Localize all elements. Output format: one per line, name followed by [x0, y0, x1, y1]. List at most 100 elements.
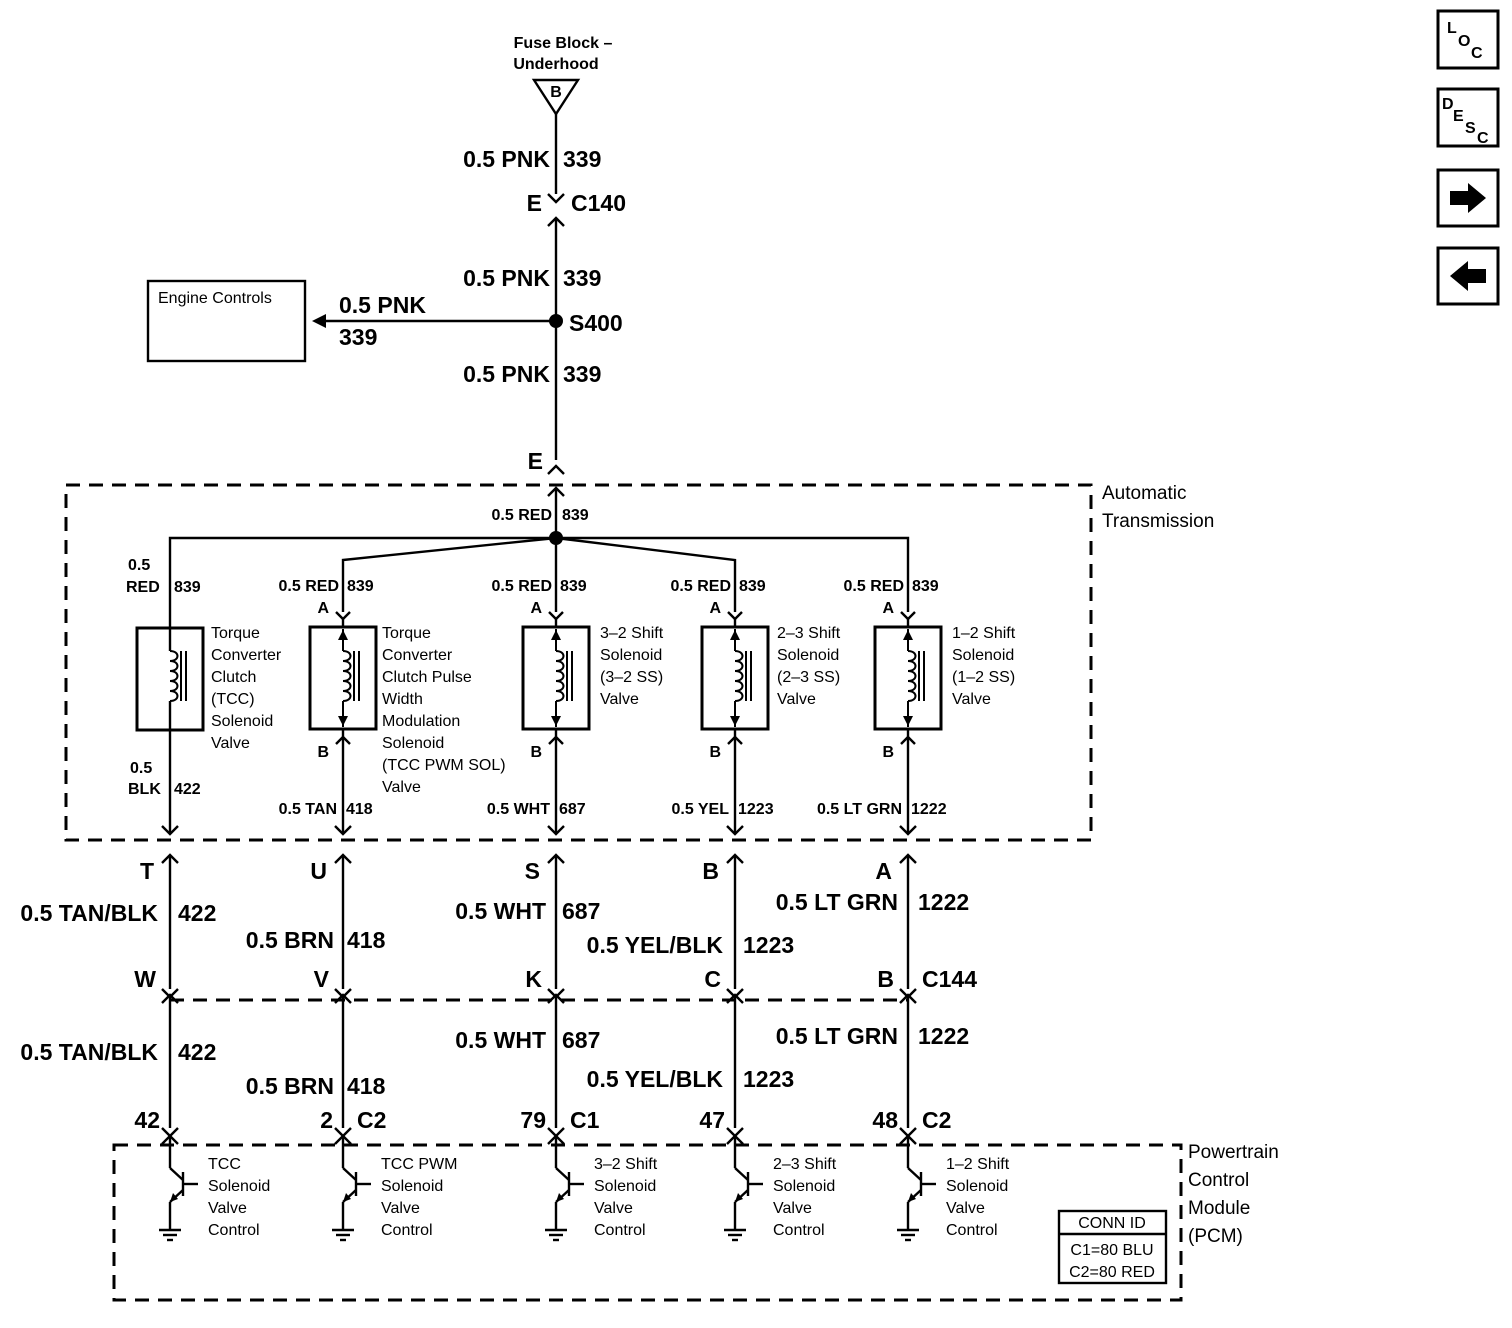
solenoid-3-2-out-color: 0.5 WHT: [487, 801, 550, 818]
conn-id-row-2: C2=80 RED: [1069, 1264, 1155, 1281]
tcc-feed-circuit: 839: [174, 579, 201, 596]
solenoid-2-3-pin-a: A: [709, 600, 721, 617]
pcm-pin-5-connector: C2: [922, 1107, 951, 1133]
low-wire-1-circuit: 422: [178, 1039, 216, 1065]
trans-feed-color: 0.5 RED: [492, 507, 552, 524]
svg-text:(TCC): (TCC): [211, 691, 255, 708]
tcc-label: Torque Converter Clutch (TCC) Solenoid V…: [211, 625, 282, 752]
svg-text:L: L: [1447, 20, 1457, 37]
svg-text:2–3 Shift: 2–3 Shift: [773, 1156, 837, 1173]
mid-wire-2-color: 0.5 BRN: [246, 927, 334, 953]
arrow-left-icon: [1450, 261, 1486, 291]
svg-text:Clutch Pulse: Clutch Pulse: [382, 669, 472, 686]
svg-text:(2–3 SS): (2–3 SS): [777, 669, 840, 686]
solenoid-2-3-feed-color: 0.5 RED: [671, 578, 731, 595]
pcm-boundary: [112, 1143, 1183, 1302]
pcm-pin-3: 79: [520, 1107, 546, 1133]
svg-text:1–2 Shift: 1–2 Shift: [952, 625, 1016, 642]
mid-wire-3-circuit: 687: [562, 898, 600, 924]
wire-839-12: [556, 536, 910, 612]
solenoid-tcc-pwm-pin-b: B: [317, 744, 329, 761]
svg-text:Valve: Valve: [952, 691, 991, 708]
fuse-block-label-2: Underhood: [513, 56, 598, 73]
pcm-label: Powertrain Control Module (PCM): [1188, 1142, 1279, 1247]
low-wire-4-circuit: 1223: [743, 1066, 794, 1092]
low-wire-4-color: 0.5 YEL/BLK: [587, 1066, 724, 1092]
trans-pin-4: B: [702, 858, 719, 884]
back-button[interactable]: [1436, 246, 1500, 306]
wire-339-a-circuit: 339: [563, 146, 601, 172]
engine-wire-color: 0.5 PNK: [339, 292, 426, 318]
svg-text:Valve: Valve: [600, 691, 639, 708]
c144-name: C144: [922, 966, 977, 992]
low-wire-3-circuit: 687: [562, 1027, 600, 1053]
svg-text:3–2 Shift: 3–2 Shift: [600, 625, 664, 642]
svg-text:Converter: Converter: [211, 647, 282, 664]
svg-text:Control: Control: [1188, 1170, 1249, 1191]
c140-pin: E: [527, 190, 542, 216]
low-wire-5-circuit: 1222: [918, 1023, 969, 1049]
solenoid-1-2-out-circuit: 1222: [911, 801, 947, 818]
svg-text:Valve: Valve: [773, 1200, 812, 1217]
svg-text:Valve: Valve: [946, 1200, 985, 1217]
mid-wire-5-color: 0.5 LT GRN: [776, 889, 898, 915]
svg-text:Solenoid: Solenoid: [777, 647, 839, 664]
low-wire-1-color: 0.5 TAN/BLK: [20, 1039, 158, 1065]
svg-text:Torque: Torque: [382, 625, 431, 642]
fuse-block-source: Fuse Block – Underhood B: [513, 35, 612, 117]
svg-text:Control: Control: [594, 1222, 646, 1239]
trans-pin-1: T: [140, 858, 154, 884]
solenoid-3-2-feed-circuit: 839: [560, 578, 587, 595]
svg-text:(PCM): (PCM): [1188, 1226, 1243, 1247]
desc-button[interactable]: D E S C: [1436, 87, 1500, 148]
mid-wire-2-circuit: 418: [347, 927, 386, 953]
trans-pin-5: A: [875, 858, 892, 884]
svg-text:Valve: Valve: [211, 735, 250, 752]
forward-button[interactable]: [1436, 168, 1500, 228]
c140-name: C140: [571, 190, 626, 216]
mid-wire-4-color: 0.5 YEL/BLK: [587, 932, 724, 958]
connector-trans-entry: E: [528, 448, 565, 475]
conn-id-title: CONN ID: [1078, 1215, 1146, 1232]
solenoid-3-2-out-circuit: 687: [559, 801, 586, 818]
c144-pin-2: V: [314, 966, 330, 992]
svg-text:(TCC PWM SOL): (TCC PWM SOL): [382, 757, 506, 774]
engine-controls-label: Engine Controls: [158, 290, 272, 307]
c144-pin-4: C: [704, 966, 721, 992]
wire-839-tcc: [168, 536, 556, 628]
svg-text:Solenoid: Solenoid: [208, 1178, 270, 1195]
engine-controls-box: Engine Controls: [146, 279, 307, 363]
solenoid-tcc-pwm-pin-a: A: [317, 600, 329, 617]
automatic-transmission-boundary: [64, 483, 1093, 842]
arrow-right-icon: [1450, 183, 1486, 213]
solenoid-tcc-pwm-feed-circuit: 839: [347, 578, 374, 595]
trans-pin-3: S: [525, 858, 540, 884]
pcm-pin-2: 2: [320, 1107, 333, 1133]
solenoid-2-3-feed-circuit: 839: [739, 578, 766, 595]
solenoid-tcc-pwm-feed-color: 0.5 RED: [279, 578, 339, 595]
loc-button[interactable]: L O C: [1436, 9, 1500, 70]
splice-name: S400: [569, 310, 623, 336]
svg-text:TCC PWM: TCC PWM: [381, 1156, 457, 1173]
wire-339-c-circuit: 339: [563, 361, 601, 387]
pcm-pin-1: 42: [134, 1107, 160, 1133]
svg-text:Solenoid: Solenoid: [600, 647, 662, 664]
svg-text:Solenoid: Solenoid: [382, 735, 444, 752]
c144-pin-1: W: [134, 966, 156, 992]
low-wire-2-circuit: 418: [347, 1073, 386, 1099]
solenoid-2-3-out-circuit: 1223: [738, 801, 774, 818]
wire-339-c-color: 0.5 PNK: [463, 361, 550, 387]
svg-text:1–2 Shift: 1–2 Shift: [946, 1156, 1010, 1173]
